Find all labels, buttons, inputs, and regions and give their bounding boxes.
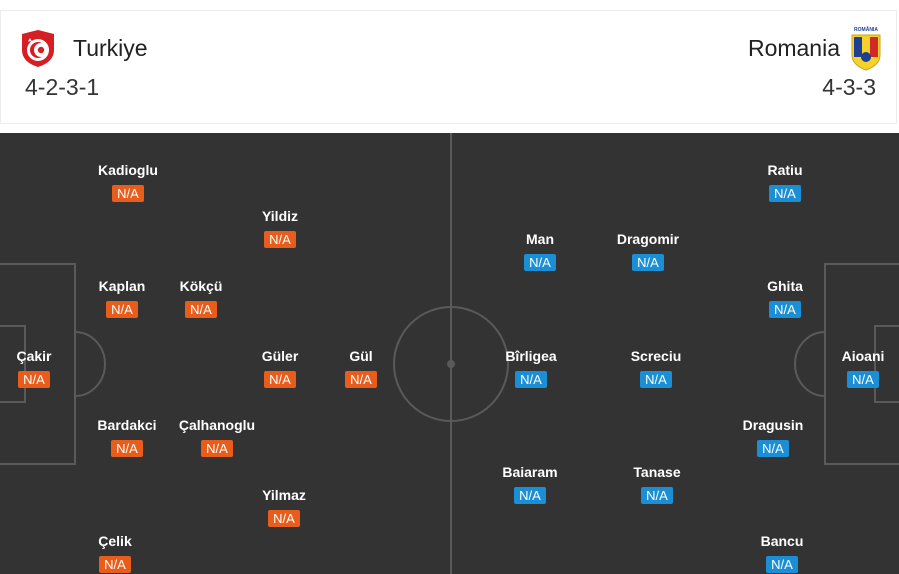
player-rating-badge: N/A	[640, 371, 672, 388]
player-name: Yildiz	[261, 208, 299, 224]
player-rating-badge: N/A	[106, 301, 138, 318]
player-rating-badge: N/A	[99, 556, 131, 573]
player-name: Çakir	[16, 348, 52, 364]
player-name: Screciu	[630, 348, 682, 364]
player-yilmaz[interactable]: Yilmaz N/A	[239, 487, 329, 528]
player-bancu[interactable]: Bancu N/A	[737, 533, 827, 574]
player-rating-badge: N/A	[264, 231, 296, 248]
player-gul[interactable]: Gül N/A	[316, 348, 406, 389]
player-rating-badge: N/A	[641, 487, 673, 504]
player-rating-badge: N/A	[524, 254, 556, 271]
player-name: Kökçü	[179, 278, 223, 294]
pitch: Kadioglu N/A Yildiz N/A Kaplan N/A Kökçü…	[0, 133, 899, 574]
player-rating-badge: N/A	[112, 185, 144, 202]
player-rating-badge: N/A	[515, 371, 547, 388]
player-name: Çelik	[98, 533, 132, 549]
player-name: Ghita	[767, 278, 803, 294]
away-formation: 4-3-3	[822, 74, 876, 100]
player-name: Dragusin	[742, 417, 804, 433]
player-kokcu[interactable]: Kökçü N/A	[156, 278, 246, 319]
player-dragomir[interactable]: Dragomir N/A	[603, 231, 693, 272]
player-rating-badge: N/A	[111, 440, 143, 457]
player-calhanoglu[interactable]: Çalhanoglu N/A	[172, 417, 262, 458]
player-name: Ratiu	[767, 162, 803, 178]
player-name: Yilmaz	[262, 487, 306, 503]
romania-crest-icon	[851, 34, 881, 71]
player-cakir[interactable]: Çakir N/A	[0, 348, 79, 389]
player-kadioglu[interactable]: Kadioglu N/A	[83, 162, 173, 203]
home-formation: 4-2-3-1	[25, 74, 100, 100]
player-dragusin[interactable]: Dragusin N/A	[728, 417, 818, 458]
player-screciu[interactable]: Screciu N/A	[611, 348, 701, 389]
player-ghita[interactable]: Ghita N/A	[740, 278, 830, 319]
player-rating-badge: N/A	[632, 254, 664, 271]
player-rating-badge: N/A	[201, 440, 233, 457]
player-aioani[interactable]: Aioani N/A	[818, 348, 899, 389]
player-kaplan[interactable]: Kaplan N/A	[77, 278, 167, 319]
player-name: Bîrligea	[505, 348, 557, 364]
player-tanase[interactable]: Tanase N/A	[612, 464, 702, 505]
player-name: Bancu	[760, 533, 804, 549]
player-rating-badge: N/A	[514, 487, 546, 504]
player-rating-badge: N/A	[766, 556, 798, 573]
player-birligea[interactable]: Bîrligea N/A	[486, 348, 576, 389]
player-name: Tanase	[633, 464, 681, 480]
player-name: Kadioglu	[98, 162, 158, 178]
home-team-name: Turkiye	[73, 35, 148, 61]
player-name: Kaplan	[98, 278, 146, 294]
pitch-lines	[0, 133, 899, 574]
player-baiaram[interactable]: Baiaram N/A	[485, 464, 575, 505]
player-name: Gül	[349, 348, 373, 364]
player-name: Man	[526, 231, 554, 247]
romania-crest-label: ROMÂNIA	[854, 27, 878, 33]
player-rating-badge: N/A	[345, 371, 377, 388]
player-guler[interactable]: Güler N/A	[235, 348, 325, 389]
player-celik[interactable]: Çelik N/A	[70, 533, 160, 574]
player-name: Aioani	[841, 348, 885, 364]
player-rating-badge: N/A	[268, 510, 300, 527]
player-name: Çalhanoglu	[178, 417, 256, 433]
player-name: Güler	[261, 348, 299, 364]
player-yildiz[interactable]: Yildiz N/A	[235, 208, 325, 249]
player-name: Dragomir	[616, 231, 680, 247]
player-name: Baiaram	[502, 464, 558, 480]
player-ratiu[interactable]: Ratiu N/A	[740, 162, 830, 203]
player-rating-badge: N/A	[185, 301, 217, 318]
player-rating-badge: N/A	[757, 440, 789, 457]
turkey-crest-icon	[22, 30, 54, 67]
player-rating-badge: N/A	[769, 301, 801, 318]
player-bardakci[interactable]: Bardakci N/A	[82, 417, 172, 458]
away-team-name: Romania	[747, 35, 840, 61]
player-rating-badge: N/A	[264, 371, 296, 388]
player-man[interactable]: Man N/A	[495, 231, 585, 272]
player-rating-badge: N/A	[18, 371, 50, 388]
lineup-header: Turkiye 4-2-3-1 Romania ROMÂNIA 4-3-3	[0, 10, 897, 124]
player-name: Bardakci	[97, 417, 157, 433]
player-rating-badge: N/A	[769, 185, 801, 202]
player-rating-badge: N/A	[847, 371, 879, 388]
